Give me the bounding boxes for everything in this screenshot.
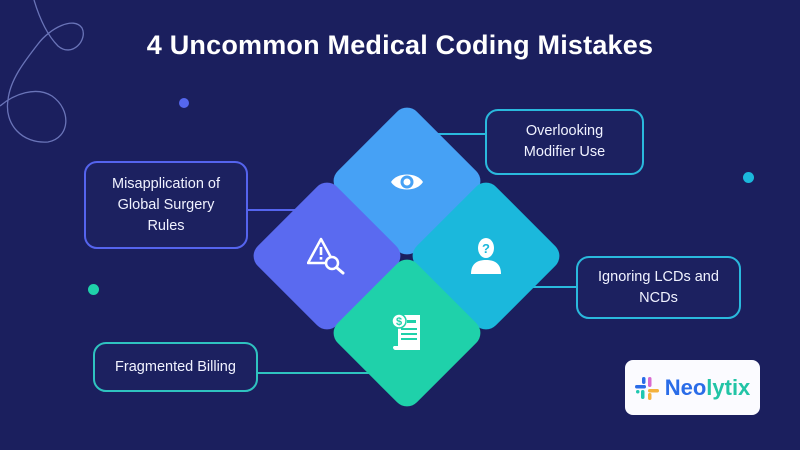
person-question-icon: ? [456, 226, 516, 286]
warning-magnifier-icon [297, 226, 357, 286]
label-ignoring-lcds-ncds: Ignoring LCDs and NCDs [576, 256, 741, 319]
decorative-dot-blue [179, 98, 189, 108]
page-title: 4 Uncommon Medical Coding Mistakes [146, 30, 654, 60]
decorative-swirl [0, 0, 84, 143]
connector-line-right [525, 286, 577, 288]
label-fragmented-billing: Fragmented Billing [93, 342, 258, 392]
label-overlooking-modifier-use: Overlooking Modifier Use [485, 109, 644, 175]
decorative-dot-green [88, 284, 99, 295]
logo-mark-icon [634, 376, 659, 400]
svg-text:$: $ [396, 316, 402, 328]
logo-text-neo: Neo [664, 374, 707, 400]
decorative-dot-cyan [743, 172, 754, 183]
neolytix-logo: Neolytix [625, 360, 760, 415]
connector-line-left [247, 209, 302, 211]
connector-line-top [435, 133, 487, 135]
label-misapplication-global-surgery: Misapplication of Global Surgery Rules [84, 161, 248, 249]
invoice-dollar-icon: $ [377, 302, 437, 362]
eye-icon [377, 152, 437, 212]
svg-text:?: ? [482, 241, 490, 256]
logo-text-lytix: lytix [706, 374, 751, 400]
connector-line-bottom [257, 372, 377, 374]
